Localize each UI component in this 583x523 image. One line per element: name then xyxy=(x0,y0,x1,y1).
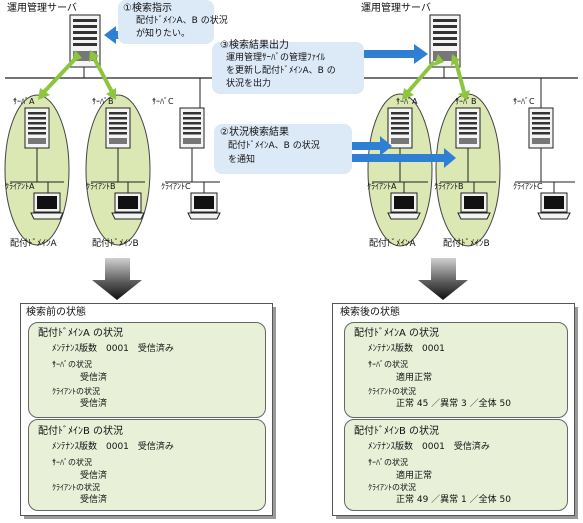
before-b-server-label: ｻｰﾊﾞの状況 xyxy=(52,458,92,467)
right-result-arrow-a xyxy=(352,136,392,156)
before-a-client-label: ｸﾗｲｱﾝﾄの状況 xyxy=(52,387,100,396)
right-client-b-icon xyxy=(457,192,491,220)
callout-search-output xyxy=(212,42,364,94)
before-panel-title: 検索前の状態 xyxy=(26,307,86,318)
right-client-c-label: ｸﾗｲｱﾝﾄC xyxy=(513,182,543,191)
after-b-client-label: ｸﾗｲｱﾝﾄの状況 xyxy=(368,483,416,492)
callout3-line1: ③検索結果出力 xyxy=(220,40,289,51)
callout-status-result xyxy=(214,124,352,174)
after-b-client-val: 正常 49 ／異常 1 ／全体 50 xyxy=(396,495,511,505)
before-domain-b-box xyxy=(28,419,266,511)
right-admin-server-label: 運用管理サーバ xyxy=(361,3,431,14)
right-server-b-icon xyxy=(455,107,481,149)
left-down-arrow xyxy=(92,258,142,300)
left-admin-server-label: 運用管理サーバ xyxy=(7,3,77,14)
right-result-arrow-b xyxy=(352,148,456,168)
after-a-maint: ﾒﾝﾃﾅﾝｽ版数 0001 xyxy=(368,344,445,354)
right-client-a-label: ｸﾗｲｱﾝﾄA xyxy=(367,182,397,191)
callout2-line1: ②状況検索結果 xyxy=(220,127,289,138)
right-server-c-icon xyxy=(528,107,554,149)
right-domain-b-label: 配付ﾄﾞﾒｲﾝB xyxy=(443,239,490,249)
left-server-a-icon xyxy=(24,107,50,149)
left-server-b-icon xyxy=(105,107,131,149)
after-a-client-label: ｸﾗｲｱﾝﾄの状況 xyxy=(368,387,416,396)
before-a-maint: ﾒﾝﾃﾅﾝｽ版数 0001 受信済み xyxy=(52,344,174,354)
right-green-arrows xyxy=(406,60,466,94)
callout1-line1: ①検索指示 xyxy=(123,3,172,14)
before-a-server-val: 受信済 xyxy=(80,373,108,383)
right-server-c-label: ｻｰﾊﾞC xyxy=(513,97,535,106)
callout3-line2: 運用管理ｻｰﾊﾞの管理ﾌｧｲﾙ xyxy=(226,53,326,63)
callout1-line2: 配付ﾄﾞﾒｲﾝA、B の状況 xyxy=(136,16,228,26)
left-client-a-icon xyxy=(30,192,64,220)
left-client-b-label: ｸﾗｲｱﾝﾄB xyxy=(86,182,116,191)
before-a-client-val: 受信済 xyxy=(80,399,108,409)
left-client-c-label: ｸﾗｲｱﾝﾄC xyxy=(161,182,191,191)
callout1-line3: が知りたい。 xyxy=(136,29,191,39)
after-domain-b-box xyxy=(344,419,568,511)
after-panel-title: 検索後の状態 xyxy=(340,307,400,318)
left-client-a-label: ｸﾗｲｱﾝﾄA xyxy=(5,182,35,191)
left-server-b-label: ｻｰﾊﾞB xyxy=(92,97,114,106)
after-a-client-val: 正常 45 ／異常 3 ／全体 50 xyxy=(396,399,511,409)
right-output-arrow xyxy=(360,44,428,64)
right-server-b-label: ｻｰﾊﾞB xyxy=(455,97,477,106)
left-instruction-arrow xyxy=(104,26,130,44)
after-b-server-val: 適用正常 xyxy=(396,471,433,481)
right-server-a-icon xyxy=(387,107,413,149)
before-a-server-label: ｻｰﾊﾞの状況 xyxy=(52,360,92,369)
before-b-server-val: 受信済 xyxy=(80,471,108,481)
left-domain-a-label: 配付ﾄﾞﾒｲﾝA xyxy=(10,239,57,249)
before-b-maint: ﾒﾝﾃﾅﾝｽ版数 0001 受信済み xyxy=(52,442,174,452)
after-b-title: 配付ﾄﾞﾒｲﾝB の状況 xyxy=(354,426,440,437)
after-a-server-label: ｻｰﾊﾞの状況 xyxy=(368,360,408,369)
right-client-c-icon xyxy=(537,192,571,220)
left-server-c-label: ｻｰﾊﾞC xyxy=(152,97,174,106)
before-b-client-val: 受信済 xyxy=(80,495,108,505)
left-server-c-icon xyxy=(179,107,205,149)
left-green-arrows xyxy=(42,56,114,94)
right-server-a-label: ｻｰﾊﾞA xyxy=(396,97,418,106)
left-client-c-icon xyxy=(187,192,221,220)
right-domain-a-label: 配付ﾄﾞﾒｲﾝA xyxy=(369,239,416,249)
left-server-a-label: ｻｰﾊﾞA xyxy=(13,97,35,106)
right-client-a-icon xyxy=(387,192,421,220)
before-domain-a-box xyxy=(28,322,266,418)
callout3-line4: 状況を出力 xyxy=(226,79,272,89)
callout2-line2: 配付ﾄﾞﾒｲﾝA、B の状況 xyxy=(228,141,320,151)
after-b-server-label: ｻｰﾊﾞの状況 xyxy=(368,458,408,467)
right-down-arrow xyxy=(418,258,468,300)
before-b-client-label: ｸﾗｲｱﾝﾄの状況 xyxy=(52,483,100,492)
right-client-b-label: ｸﾗｲｱﾝﾄB xyxy=(434,182,464,191)
callout-search-instruction xyxy=(118,0,214,44)
after-b-maint: ﾒﾝﾃﾅﾝｽ版数 0001 受信済み xyxy=(368,442,490,452)
before-a-title: 配付ﾄﾞﾒｲﾝA の状況 xyxy=(38,328,124,339)
callout3-line3: を更新し配付ﾄﾞﾒｲﾝA、B の xyxy=(226,66,336,76)
callout2-line3: を通知 xyxy=(228,155,256,165)
after-a-title: 配付ﾄﾞﾒｲﾝA の状況 xyxy=(354,328,440,339)
before-b-title: 配付ﾄﾞﾒｲﾝB の状況 xyxy=(38,426,124,437)
after-domain-a-box xyxy=(344,322,568,418)
left-domain-b-label: 配付ﾄﾞﾒｲﾝB xyxy=(92,239,139,249)
left-client-b-icon xyxy=(111,192,145,220)
after-a-server-val: 適用正常 xyxy=(396,373,433,383)
